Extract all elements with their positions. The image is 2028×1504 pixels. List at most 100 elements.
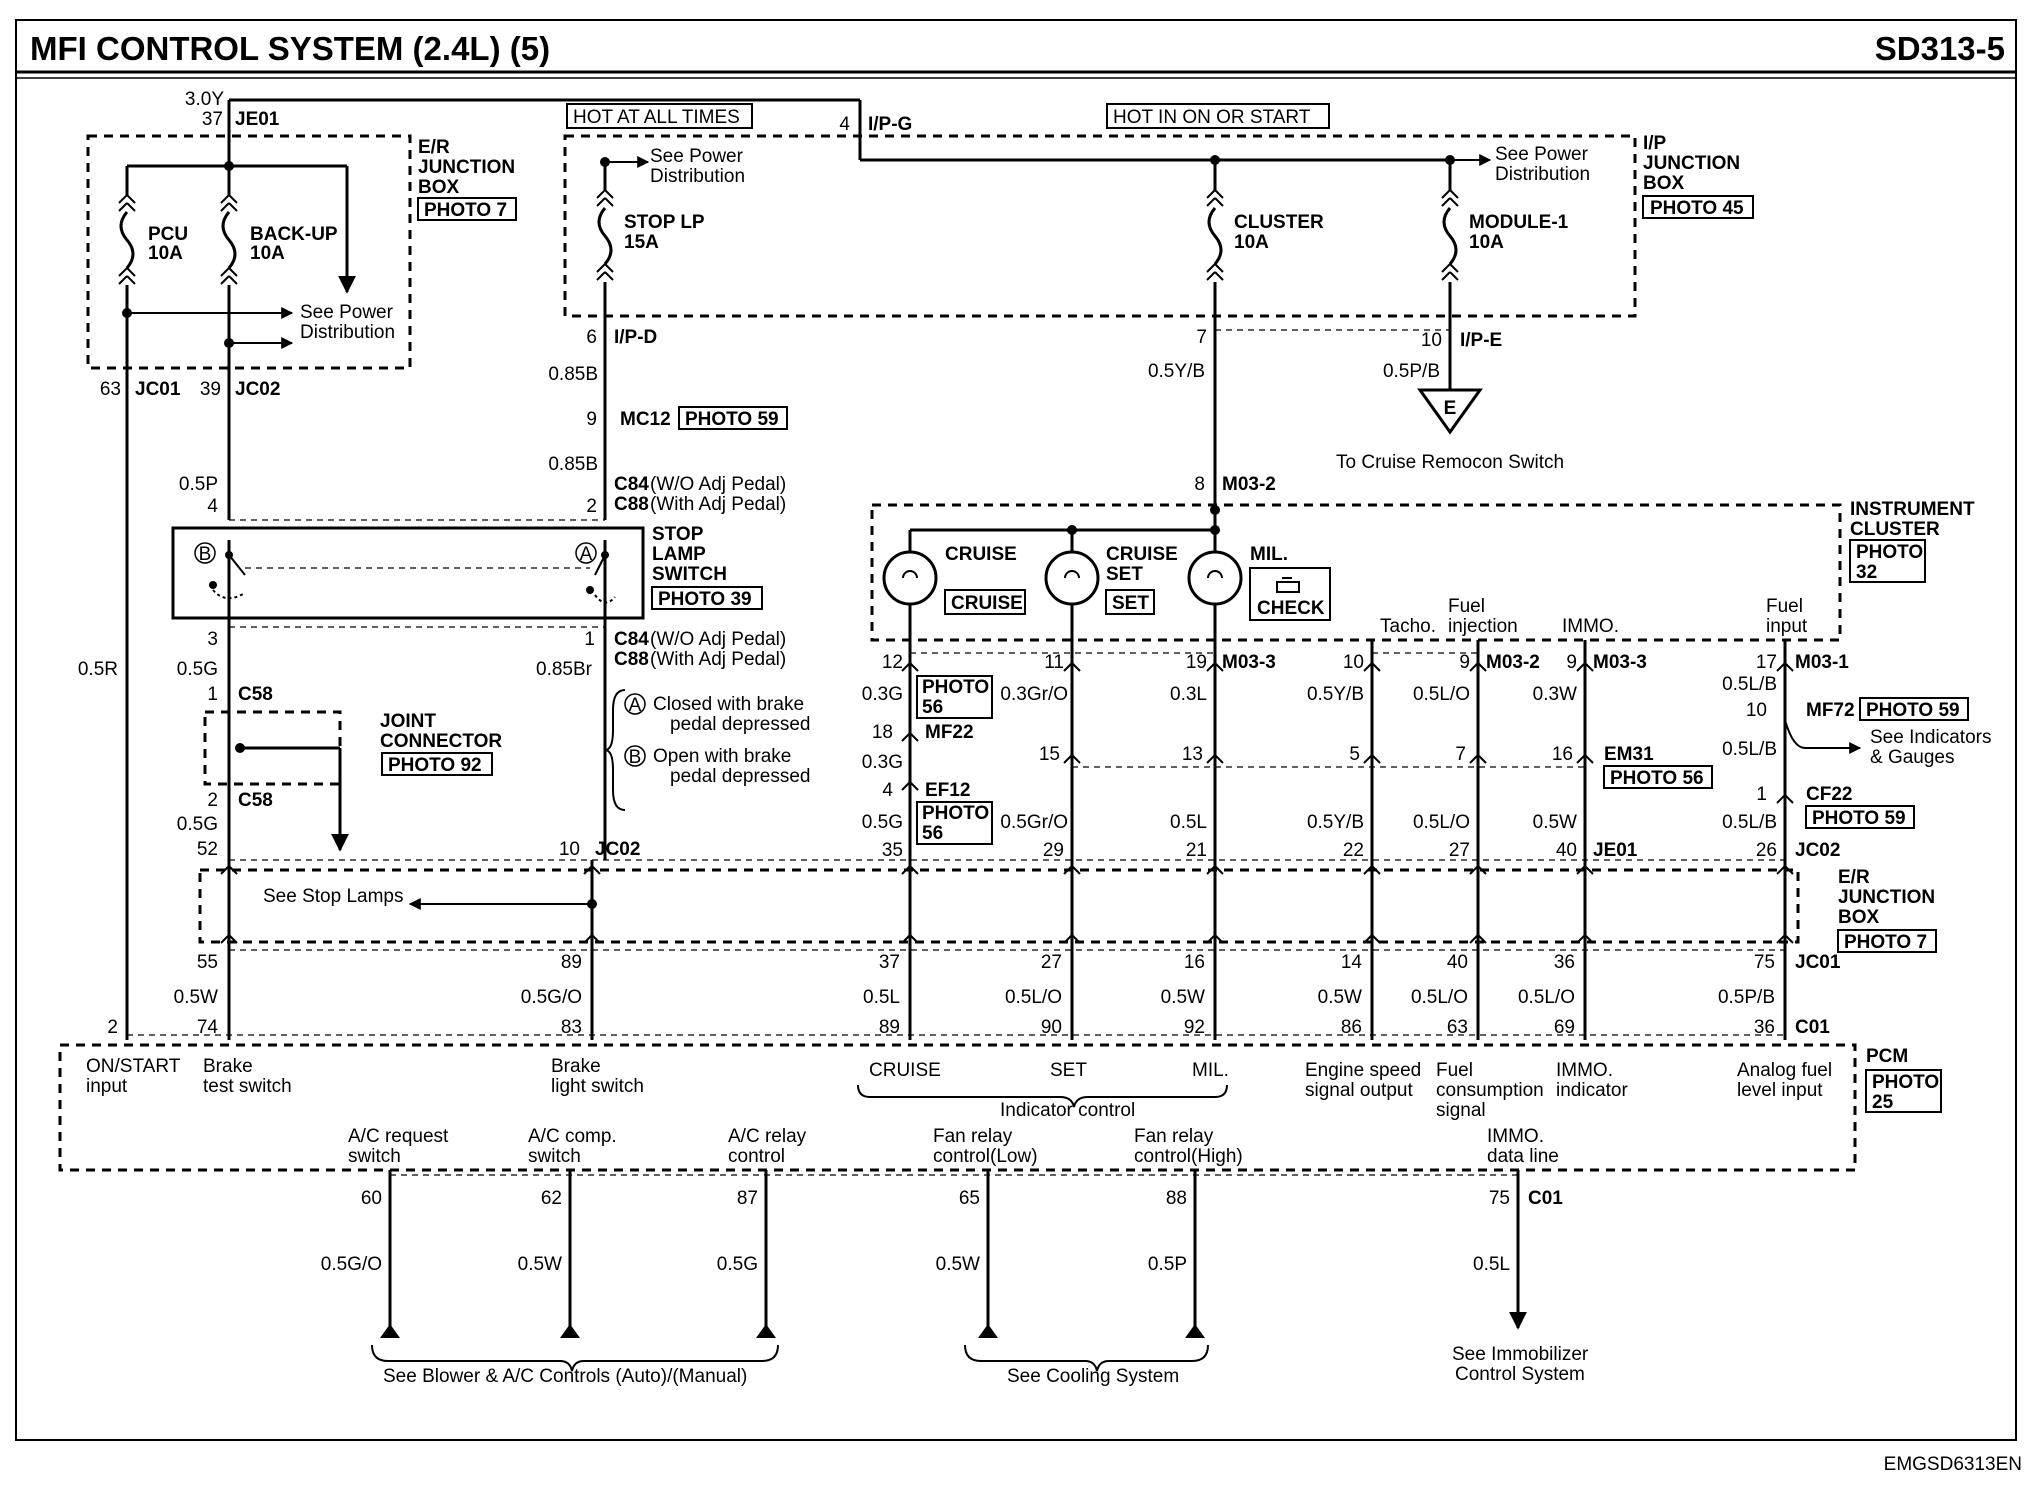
svg-text:M03-3: M03-3 [1593, 652, 1647, 673]
svg-text:switch: switch [348, 1146, 401, 1167]
svg-text:C88: C88 [614, 494, 649, 515]
svg-text:0.5L/O: 0.5L/O [1411, 987, 1468, 1008]
stop-lamp-switch [171, 526, 645, 620]
svg-text:C84: C84 [614, 474, 649, 495]
svg-text:Open with brake: Open with brake [653, 746, 791, 767]
svg-text:63: 63 [1447, 1017, 1468, 1038]
svg-text:& Gauges: & Gauges [1870, 747, 1955, 768]
svg-text:See Power: See Power [300, 302, 394, 323]
svg-text:1: 1 [584, 629, 595, 650]
svg-text:signal output: signal output [1305, 1080, 1413, 1101]
svg-text:10: 10 [1746, 700, 1767, 721]
svg-text:0.5G: 0.5G [717, 1254, 758, 1275]
svg-text:0.3G: 0.3G [862, 752, 903, 773]
svg-text:6: 6 [586, 327, 597, 348]
see-stop-lamps: See Stop Lamps [263, 886, 403, 907]
svg-text:(With Adj Pedal): (With Adj Pedal) [650, 649, 786, 670]
svg-text:0.5L: 0.5L [863, 987, 900, 1008]
svg-text:pedal depressed: pedal depressed [670, 714, 811, 735]
svg-text:17: 17 [1756, 652, 1777, 673]
svg-text:IMMO.: IMMO. [1562, 616, 1619, 637]
svg-text:4: 4 [207, 496, 218, 517]
svg-text:0.5W: 0.5W [518, 1254, 562, 1275]
svg-text:89: 89 [561, 952, 582, 973]
svg-text:(With Adj Pedal): (With Adj Pedal) [650, 494, 786, 515]
svg-text:Distribution: Distribution [650, 166, 745, 187]
svg-text:3.0Y: 3.0Y [185, 89, 224, 110]
svg-text:90: 90 [1041, 1017, 1062, 1038]
svg-text:19: 19 [1186, 652, 1207, 673]
svg-text:See Immobilizer: See Immobilizer [1452, 1344, 1589, 1365]
svg-text:10A: 10A [148, 243, 183, 264]
fuse-backup: BACK-UP [250, 224, 338, 245]
svg-text:I/P-G: I/P-G [868, 114, 912, 135]
svg-text:See Cooling System: See Cooling System [1007, 1366, 1179, 1387]
svg-text:0.5W: 0.5W [1161, 987, 1205, 1008]
svg-text:signal: signal [1436, 1100, 1486, 1121]
svg-text:C88: C88 [614, 649, 649, 670]
svg-text:Brake: Brake [203, 1056, 253, 1077]
pcm-output-wires: 60 62 87 65 88 75 C01 0.5G/O 0.5W 0.5G 0… [321, 1170, 1589, 1387]
cluster-output-wires: 12 0.3G PHOTO 56 18 MF22 0.3G 4 EF12 0.5… [862, 640, 1991, 1040]
connector-mc12: MC12 [620, 409, 671, 430]
svg-text:88: 88 [1166, 1188, 1187, 1209]
svg-text:M03-2: M03-2 [1222, 474, 1276, 495]
svg-text:See Blower & A/C Controls (Aut: See Blower & A/C Controls (Auto)/(Manual… [383, 1366, 747, 1387]
svg-text:STOP: STOP [652, 524, 704, 545]
svg-text:Fan relay: Fan relay [933, 1126, 1013, 1147]
svg-text:EM31: EM31 [1604, 744, 1654, 765]
svg-text:BOX: BOX [418, 177, 460, 198]
svg-text:0.5Y/B: 0.5Y/B [1307, 684, 1364, 705]
svg-text:0.85B: 0.85B [548, 454, 598, 475]
svg-text:Brake: Brake [551, 1056, 601, 1077]
svg-text:14: 14 [1341, 952, 1363, 973]
svg-text:control(Low): control(Low) [933, 1146, 1038, 1167]
svg-text:Analog fuel: Analog fuel [1737, 1060, 1832, 1081]
cruise-remocon: 0.5Y/B 0.5P/B E To Cruise Remocon Switch… [1148, 335, 1564, 520]
svg-text:CRUISE: CRUISE [951, 593, 1023, 614]
er-junction-box-bottom: E/R JUNCTION BOX PHOTO 7 See Stop Lamps … [197, 860, 1937, 1040]
svg-text:CONNECTOR: CONNECTOR [380, 731, 502, 752]
svg-text:15: 15 [1039, 744, 1060, 765]
svg-text:56: 56 [922, 697, 943, 718]
pcm-module: PCM PHOTO 25 ON/START input Brake test s… [58, 1043, 1942, 1172]
svg-text:60: 60 [361, 1188, 382, 1209]
svg-text:63: 63 [100, 379, 121, 400]
svg-text:E/R: E/R [418, 137, 450, 158]
svg-text:0.5W: 0.5W [1318, 987, 1362, 1008]
svg-text:test switch: test switch [203, 1076, 292, 1097]
svg-text:26: 26 [1756, 840, 1777, 861]
svg-text:3: 3 [207, 629, 218, 650]
svg-text:10: 10 [1343, 652, 1364, 673]
svg-text:56: 56 [922, 823, 943, 844]
svg-text:A: A [629, 695, 642, 716]
svg-text:M03-1: M03-1 [1795, 652, 1849, 673]
ip-junction-box: HOT AT ALL TIMES HOT IN ON OR START I/P … [563, 100, 1754, 390]
svg-text:55: 55 [197, 952, 218, 973]
svg-text:PHOTO: PHOTO [1872, 1072, 1939, 1093]
svg-text:0.5Y/B: 0.5Y/B [1307, 812, 1364, 833]
svg-text:injection: injection [1448, 616, 1518, 637]
svg-text:0.5P/B: 0.5P/B [1383, 361, 1440, 382]
svg-text:B: B [199, 544, 212, 565]
svg-text:0.5L/B: 0.5L/B [1722, 812, 1777, 833]
svg-text:(W/O Adj Pedal): (W/O Adj Pedal) [650, 629, 786, 650]
svg-text:0.85B: 0.85B [548, 364, 598, 385]
svg-text:PHOTO 59: PHOTO 59 [1812, 808, 1906, 829]
svg-text:0.5W: 0.5W [936, 1254, 980, 1275]
svg-text:C01: C01 [1795, 1017, 1830, 1038]
svg-text:0.5L: 0.5L [1170, 812, 1207, 833]
svg-text:0.3W: 0.3W [1533, 684, 1577, 705]
fuse-pcu: PCU [148, 224, 188, 245]
svg-text:1: 1 [1756, 784, 1767, 805]
svg-text:ON/START: ON/START [86, 1056, 181, 1077]
svg-text:11: 11 [1044, 652, 1064, 673]
svg-text:JOINT: JOINT [380, 711, 436, 732]
joint-connector [203, 710, 342, 786]
svg-text:data line: data line [1487, 1146, 1559, 1167]
svg-text:B: B [629, 747, 642, 768]
svg-text:consumption: consumption [1436, 1080, 1544, 1101]
svg-text:0.5P: 0.5P [179, 474, 218, 495]
stop-lamp-circuit: 0.85B 9 MC12 PHOTO 59 0.85B C84 (W/O Adj… [78, 335, 1785, 1040]
svg-text:86: 86 [1341, 1017, 1362, 1038]
